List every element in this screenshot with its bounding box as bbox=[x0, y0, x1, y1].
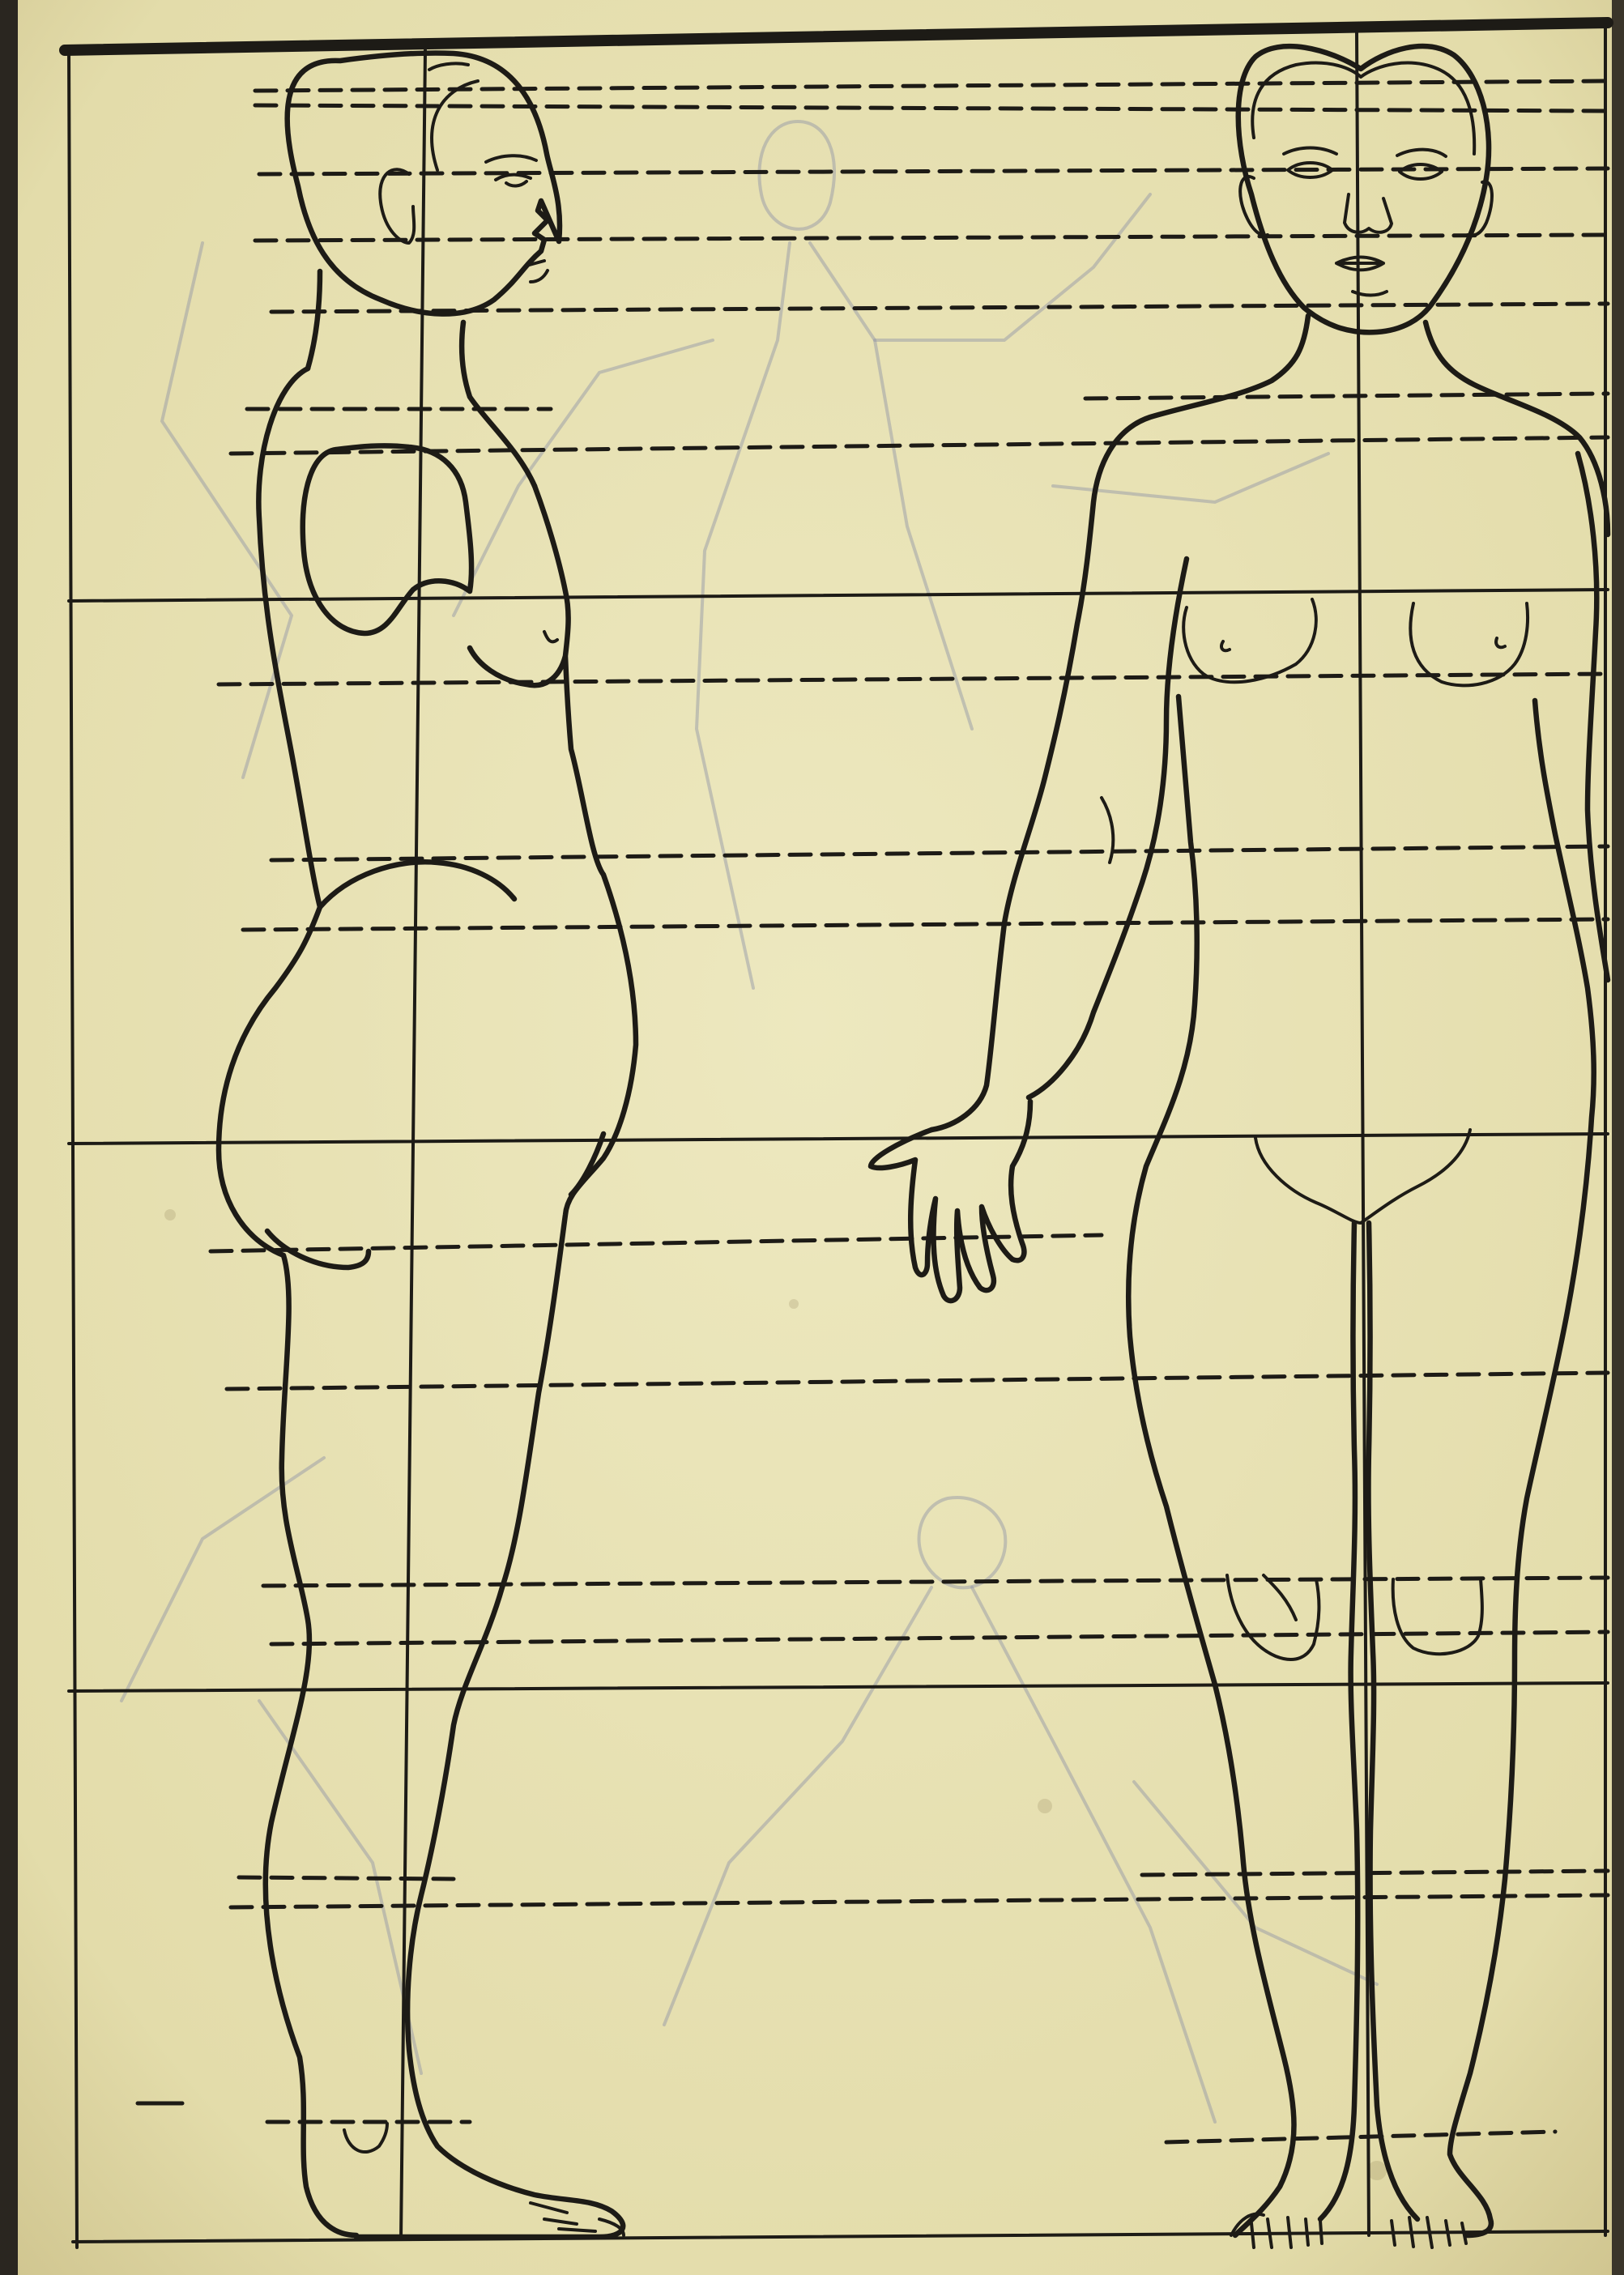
right-scan-edge bbox=[1612, 0, 1624, 2275]
left-scan-edge bbox=[0, 0, 18, 2275]
